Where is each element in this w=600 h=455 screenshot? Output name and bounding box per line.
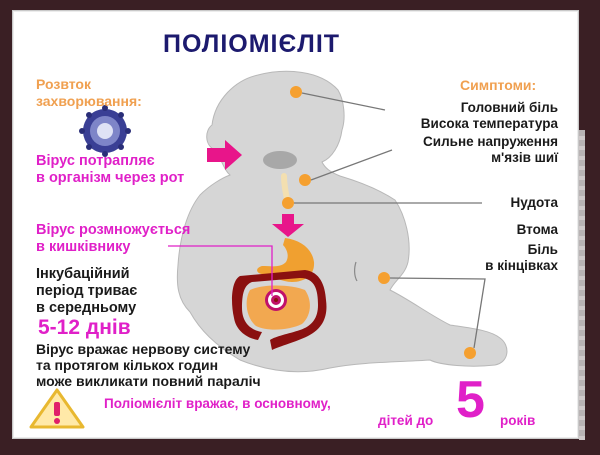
arrow-down-icon — [272, 214, 304, 237]
large-intestine — [232, 270, 327, 350]
text-line: може викликати повний параліч — [36, 373, 261, 389]
symptom-neck-stiffness: Сильне напруження м'язів шиї — [423, 134, 558, 166]
virus-entry-text: Вірус потрапляє в організм через рот — [36, 153, 184, 187]
symptom-pointer-lines — [294, 92, 486, 349]
arrow-right-icon — [207, 140, 242, 170]
incubation-days: 5-12 днів — [38, 316, 131, 339]
text-line: в кишківнику — [36, 239, 131, 255]
text-line: період триває — [36, 283, 138, 299]
symptom-fatigue: Втома — [516, 222, 558, 237]
mouth-shape — [263, 151, 297, 169]
intestine-pointer-line — [168, 245, 273, 296]
hand-detail — [354, 261, 358, 282]
symptom-nausea: Нудота — [510, 195, 558, 210]
heading-line: захворювання: — [36, 93, 142, 109]
text-line: Висока температура — [420, 116, 558, 131]
incubation-text: Інкубаційний період триває в середньому — [36, 266, 137, 317]
page-title: ПОЛІОМІЄЛІТ — [163, 30, 341, 58]
symptoms-heading: Симптоми: — [460, 77, 537, 93]
text-line: в кінцівках — [485, 258, 558, 273]
heading-line: Розвток — [36, 76, 91, 92]
footer-suffix: років — [500, 413, 536, 428]
text-line: Головний біль — [460, 100, 558, 115]
text-line: Вірус вражає нервову систему — [36, 341, 251, 357]
text-line: Сильне напруження — [423, 134, 558, 149]
text-line: Вірус потрапляє — [36, 153, 155, 169]
text-line: в середньому — [36, 300, 137, 316]
footer-line1: Поліомієліт вражає, в основному, — [104, 396, 331, 411]
virus-multiply-text: Вірус розмножується в кишківнику — [36, 222, 190, 256]
warning-triangle-icon — [29, 388, 85, 429]
text-line: м'язів шиї — [491, 150, 558, 165]
footer-prefix: дітей до — [378, 413, 434, 428]
symptom-headache-fever: Головний біль Висока температура — [421, 100, 558, 132]
nervous-system-text: Вірус вражає нервову систему та протягом… — [36, 341, 261, 389]
text-line: Біль — [527, 242, 558, 257]
text-line: Інкубаційний — [36, 266, 130, 282]
footer-big-number: 5 — [456, 371, 485, 429]
symptom-limb-pain: Біль в кінцівках — [485, 242, 558, 274]
text-line: та протягом кількох годин — [36, 357, 219, 373]
text-line: в організм через рот — [36, 170, 185, 186]
symptom-markers — [282, 86, 476, 359]
vertical-credit-strip — [579, 130, 585, 440]
disease-progress-heading: Розвток захворювання: — [36, 76, 142, 110]
text-line: Вірус розмножується — [36, 222, 191, 238]
virus-icon — [79, 105, 131, 157]
